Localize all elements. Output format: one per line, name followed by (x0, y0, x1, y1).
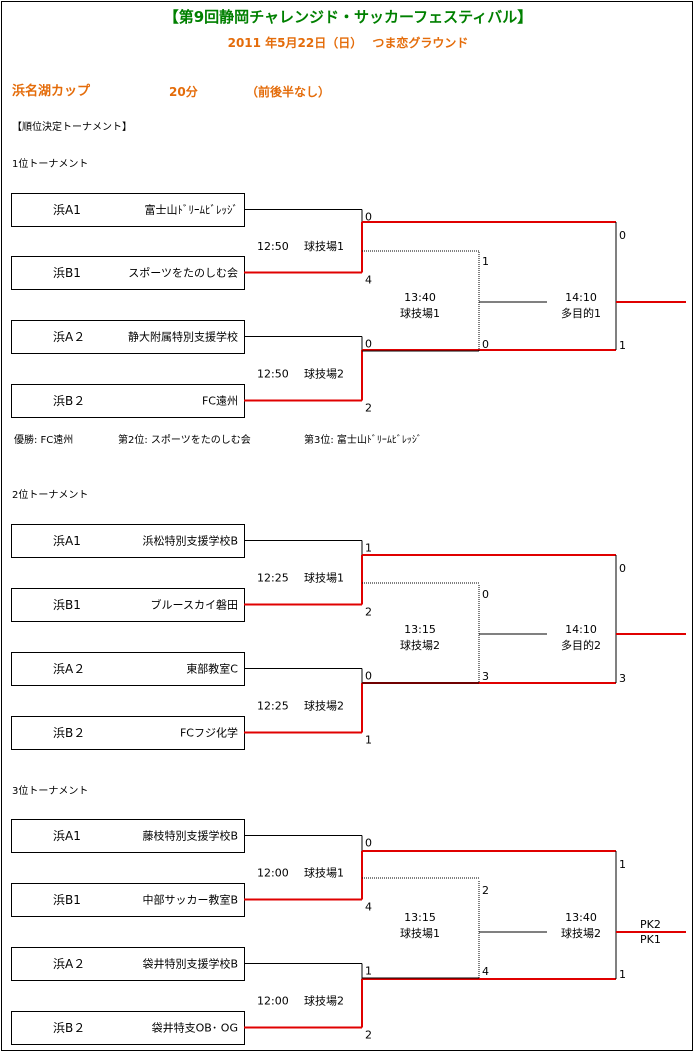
match-score: 3 (619, 672, 626, 685)
match-venue: 球技場2 (400, 638, 440, 652)
match-score: 0 (619, 562, 626, 575)
result-third: 第3位: 富士山ﾄﾞﾘｰﾑﾋﾞﾚｯｼﾞ (304, 435, 422, 446)
team-name: 袋井特支OB･ OG (152, 1021, 238, 1035)
match-score: 1 (619, 339, 626, 352)
match-score: 2 (365, 606, 372, 619)
tournament-label-2: 2位トーナメント (12, 490, 89, 501)
match-score: 1 (619, 858, 626, 871)
match-venue: 多目的1 (561, 306, 601, 320)
match-score: 2 (482, 884, 489, 897)
match-venue: 多目的2 (561, 638, 601, 652)
team-seed: 浜A２ (53, 330, 85, 344)
team-box (11, 716, 245, 750)
match-venue: 球技場2 (304, 994, 344, 1008)
match-score: 0 (482, 338, 489, 351)
team-name: 浜松特別支援学校B (142, 534, 238, 548)
team-seed: 浜B２ (53, 726, 85, 740)
team-seed: 浜A1 (53, 534, 81, 548)
match-time: 14:10 (565, 623, 597, 636)
match-venue: 球技場2 (561, 926, 601, 940)
match-score: 1 (365, 734, 372, 747)
team-name: 東部教室C (186, 662, 238, 676)
team-name: 中部サッカー教室B (142, 893, 238, 907)
team-seed: 浜A２ (53, 662, 85, 676)
team-box (11, 524, 245, 558)
team-box (11, 193, 245, 227)
team-seed: 浜A２ (53, 957, 85, 971)
team-seed: 浜B２ (53, 1021, 85, 1035)
match-time: 12:25 (257, 572, 289, 585)
match-venue: 球技場1 (400, 926, 440, 940)
match-score: 0 (619, 229, 626, 242)
match-score: 1 (619, 968, 626, 981)
team-name: ブルースカイ磐田 (151, 598, 238, 612)
team-box (11, 819, 245, 853)
team-box (11, 384, 245, 418)
match-time: 12:25 (257, 700, 289, 713)
match-score: 3 (482, 670, 489, 683)
team-box (11, 588, 245, 622)
match-score: 4 (365, 274, 372, 287)
team-seed: 浜B1 (53, 598, 81, 612)
match-score: 1 (482, 255, 489, 268)
match-time: 12:50 (257, 368, 289, 381)
team-name: 藤枝特別支援学校B (142, 829, 238, 843)
team-name: 静大附属特別支援学校 (128, 330, 238, 344)
team-seed: 浜B1 (53, 266, 81, 280)
match-score: 0 (365, 670, 372, 683)
match-venue: 球技場1 (400, 306, 440, 320)
match-score: 0 (365, 211, 372, 224)
result-second: 第2位: スポーツをたのしむ会 (118, 435, 251, 446)
match-score: 1 (365, 542, 372, 555)
match-time: 13:15 (404, 911, 436, 924)
team-name: スポーツをたのしむ会 (128, 267, 238, 280)
match-time: 13:15 (404, 623, 436, 636)
pk-score: PK1 (640, 933, 661, 946)
match-score: 2 (365, 402, 372, 415)
cup-name: 浜名湖カップ (12, 84, 91, 99)
match-score: 0 (365, 837, 372, 850)
match-score: 2 (365, 1029, 372, 1042)
team-name: 袋井特別支援学校B (142, 957, 238, 971)
match-venue: 球技場1 (304, 866, 344, 880)
team-seed: 浜A1 (53, 203, 81, 217)
team-name: 富士山ﾄﾞﾘｰﾑﾋﾞﾚｯｼﾞ (145, 203, 239, 217)
match-duration: 20分 (169, 85, 198, 99)
team-box (11, 652, 245, 686)
team-box (11, 320, 245, 354)
pk-score: PK2 (640, 918, 661, 931)
team-box (11, 883, 245, 917)
team-seed: 浜A1 (53, 829, 81, 843)
match-score: 1 (365, 965, 372, 978)
team-box (11, 256, 245, 290)
match-venue: 球技場1 (304, 239, 344, 253)
match-score: 0 (482, 588, 489, 601)
page-title: 【第9回静岡チャレンジド・サッカーフェスティバル】 (163, 8, 533, 26)
match-venue: 球技場1 (304, 571, 344, 585)
result-first: 優勝: FC遠州 (14, 435, 74, 446)
team-name: FCフジ化学 (180, 726, 238, 740)
team-seed: 浜B２ (53, 394, 85, 408)
match-score: 4 (482, 965, 489, 978)
team-box (11, 947, 245, 981)
team-name: FC遠州 (202, 395, 238, 408)
match-time: 13:40 (565, 911, 597, 924)
match-score: 4 (365, 901, 372, 914)
match-venue: 球技場2 (304, 699, 344, 713)
event-date-venue: 2011 年5月22日（日） つま恋グラウンド (227, 36, 469, 50)
tournament-label-1: 1位トーナメント (12, 159, 89, 170)
match-venue: 球技場2 (304, 367, 344, 381)
section-label: 【順位決定トーナメント】 (12, 122, 132, 133)
match-score: 0 (365, 338, 372, 351)
tournament-label-3: 3位トーナメント (12, 786, 89, 797)
match-time: 13:40 (404, 291, 436, 304)
match-time: 12:00 (257, 867, 289, 880)
match-time: 12:50 (257, 240, 289, 253)
match-note: （前後半なし） (246, 85, 331, 99)
team-seed: 浜B1 (53, 893, 81, 907)
match-time: 12:00 (257, 995, 289, 1008)
match-time: 14:10 (565, 291, 597, 304)
